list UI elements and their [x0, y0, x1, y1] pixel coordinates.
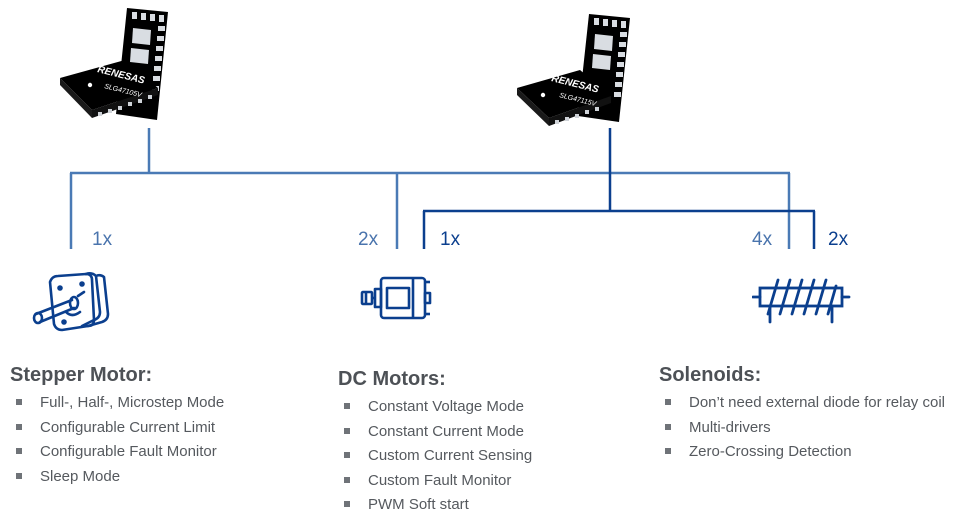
bullet-icon	[16, 423, 22, 430]
multiplier-chip2-dc: 1x	[440, 229, 461, 250]
section-dc-motors: DC Motors: Constant Voltage Mode Constan…	[338, 367, 532, 518]
solenoid-icon	[751, 278, 852, 328]
bullet-icon	[665, 448, 671, 454]
stepper-motor-icon	[28, 268, 118, 338]
chip-slg47105v: RENESAS SLG47105V	[40, 0, 190, 130]
bullet-icon	[344, 403, 350, 409]
multiplier-chip2-solenoid: 2x	[828, 229, 849, 250]
list-item: Configurable Fault Monitor	[10, 440, 224, 465]
section-title: Stepper Motor:	[10, 364, 153, 386]
chip-front-view: RENESAS SLG47105V	[60, 60, 158, 118]
feature-list: Constant Voltage Mode Constant Current M…	[338, 395, 532, 518]
section-title: DC Motors:	[338, 368, 446, 390]
multiplier-chip1-solenoid: 4x	[752, 229, 773, 250]
list-item: Zero-Crossing Detection	[659, 440, 945, 465]
list-item: Constant Voltage Mode	[338, 395, 532, 420]
list-item: Configurable Current Limit	[10, 416, 224, 441]
bullet-icon	[344, 427, 350, 434]
list-item: Don’t need external diode for relay coil	[659, 391, 945, 416]
list-item: Full-, Half-, Microstep Mode	[10, 391, 224, 416]
bullet-icon	[344, 476, 350, 483]
multiplier-chip1-dc: 2x	[358, 229, 379, 250]
list-item: PWM Soft start	[338, 493, 532, 518]
list-item: Sleep Mode	[10, 465, 224, 490]
multiplier-chip1-stepper: 1x	[92, 229, 113, 250]
bullet-icon	[344, 501, 350, 507]
feature-list: Don’t need external diode for relay coil…	[659, 391, 945, 465]
chip-front-view: RENESAS SLG47115V	[517, 70, 611, 126]
section-stepper-motor: Stepper Motor: Full-, Half-, Microstep M…	[10, 363, 224, 489]
list-item: Custom Current Sensing	[338, 444, 532, 469]
bullet-icon	[665, 399, 671, 405]
list-item: Constant Current Mode	[338, 420, 532, 445]
bullet-icon	[665, 423, 671, 430]
bullet-icon	[344, 452, 350, 458]
bullet-icon	[16, 448, 22, 454]
list-item: Custom Fault Monitor	[338, 469, 532, 494]
section-title: Solenoids:	[659, 364, 762, 386]
dc-motor-icon	[360, 272, 440, 324]
list-item: Multi-drivers	[659, 416, 945, 441]
chip-slg47115v: RENESAS SLG47115V	[505, 0, 655, 130]
section-solenoids: Solenoids: Don’t need external diode for…	[659, 363, 945, 465]
feature-list: Full-, Half-, Microstep Mode Configurabl…	[10, 391, 224, 489]
bullet-icon	[16, 399, 22, 405]
bullet-icon	[16, 472, 22, 479]
